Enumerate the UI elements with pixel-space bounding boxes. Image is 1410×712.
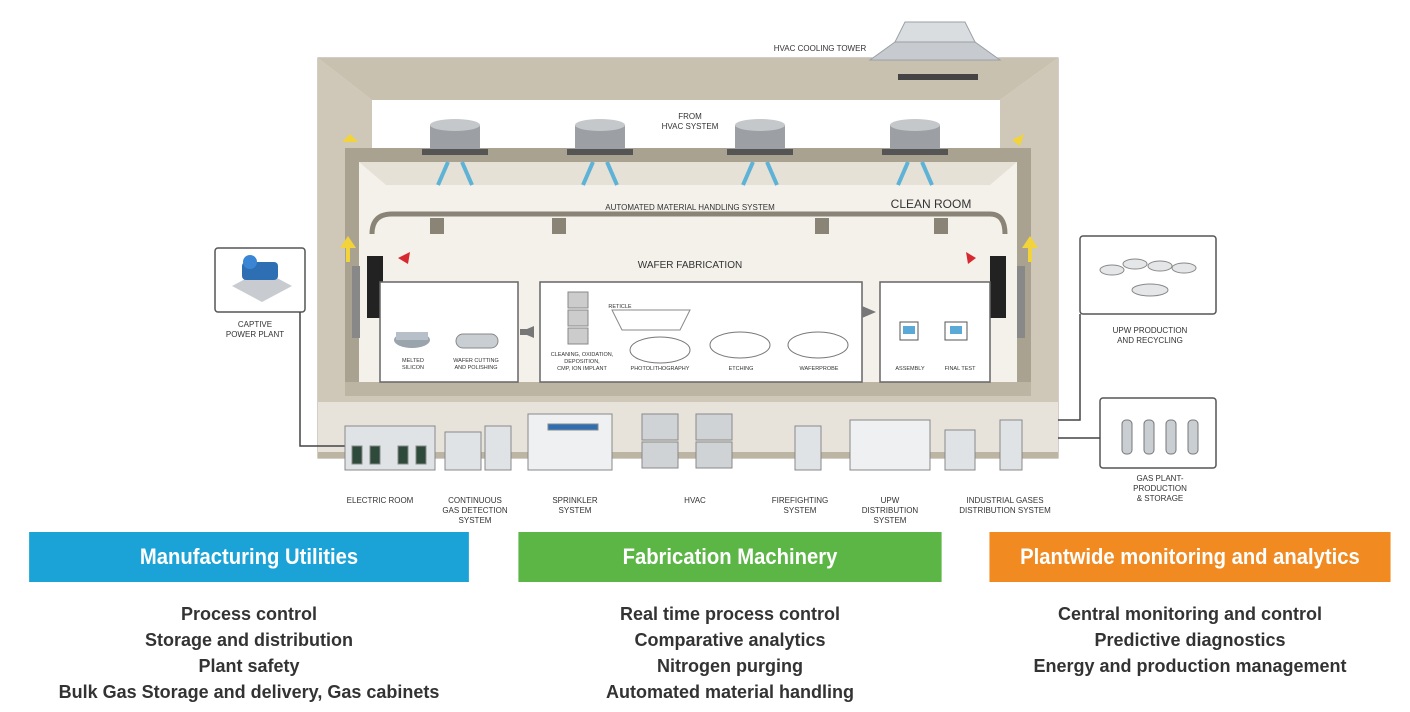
- connector-lines: [299, 312, 1100, 447]
- captive-power-plant-label: CAPTIVE POWER PLANT: [225, 320, 285, 339]
- airflow-arrows: [436, 161, 934, 186]
- banner-title: Fabrication Machinery: [622, 544, 838, 569]
- etching-label: ETCHING: [728, 366, 754, 372]
- from-hvac-label: FROM HVAC SYSTEM: [661, 112, 719, 131]
- cleaning-label: CLEANING, OXIDATION, DEPOSITION, CMP, IO…: [550, 352, 614, 372]
- final-test-label: FINAL TEST: [944, 366, 976, 372]
- external-boxes: [214, 235, 1217, 469]
- wafer-cutting-label: WAFER CUTTING AND POLISHING: [453, 358, 499, 371]
- ceiling-hvac-units: [422, 119, 948, 155]
- reticle-label: RETICLE: [608, 304, 632, 310]
- feature-item: Bulk Gas Storage and delivery, Gas cabin…: [58, 682, 440, 702]
- gas-cylinders: [1121, 419, 1199, 455]
- features-fabrication-machinery: Real time process control Comparative an…: [500, 601, 960, 705]
- firefighting-label: FIREFIGHTING SYSTEM: [771, 496, 829, 515]
- gas-detection-label: CONTINUOUS GAS DETECTION SYSTEM: [442, 496, 508, 525]
- subfab-equipment: [344, 413, 1023, 471]
- wafer-fab-boxes: [379, 281, 991, 383]
- process-illustrations: [394, 291, 968, 364]
- banner-title: Plantwide monitoring and analytics: [1020, 544, 1360, 569]
- feature-item: Storage and distribution: [144, 630, 353, 650]
- yellow-air-arrows: [340, 134, 1038, 262]
- feature-item: Central monitoring and control: [1058, 604, 1322, 624]
- photolithography-label: PHOTOLITHOGRAPHY: [630, 366, 690, 372]
- hvac-cooling-tower-label: HVAC COOLING TOWER: [773, 44, 867, 53]
- banner-fabrication-machinery: Fabrication Machinery: [518, 532, 942, 582]
- banner-plantwide-monitoring: Plantwide monitoring and analytics: [989, 532, 1391, 582]
- feature-item: Nitrogen purging: [657, 656, 803, 676]
- upw-tanks: [1099, 258, 1197, 297]
- process-arrows: [520, 306, 876, 338]
- industrial-gases-label: INDUSTRIAL GASES DISTRIBUTION SYSTEM: [959, 496, 1051, 515]
- feature-item: Real time process control: [619, 604, 841, 624]
- feature-item: Energy and production management: [1033, 656, 1347, 676]
- side-filters: [352, 252, 1025, 338]
- electric-room-label: ELECTRIC ROOM: [346, 496, 414, 505]
- hvac-label: HVAC: [684, 496, 706, 505]
- feature-item: Plant safety: [198, 656, 300, 676]
- gas-plant-label: GAS PLANT- PRODUCTION & STORAGE: [1133, 474, 1187, 503]
- banner-manufacturing-utilities: Manufacturing Utilities: [29, 532, 469, 582]
- feature-item: Comparative analytics: [634, 630, 826, 650]
- upw-distribution-label: UPW DISTRIBUTION SYSTEM: [861, 496, 919, 525]
- wafer-fabrication-label: WAFER FABRICATION: [637, 260, 743, 271]
- melted-silicon-label: MELTED SILICON: [401, 358, 424, 371]
- power-plant-illustration: [232, 255, 292, 302]
- feature-item: Predictive diagnostics: [1094, 630, 1286, 650]
- amhs-rail: [369, 211, 1008, 235]
- features-manufacturing-utilities: Process control Storage and distribution…: [10, 601, 488, 705]
- clean-room-label: CLEAN ROOM: [890, 197, 972, 211]
- feature-item: Automated material handling: [605, 682, 855, 702]
- feature-item: Process control: [180, 604, 318, 624]
- upw-production-label: UPW PRODUCTION AND RECYCLING: [1112, 326, 1188, 345]
- cooling-tower: [868, 21, 1002, 80]
- amhs-label: AUTOMATED MATERIAL HANDLING SYSTEM: [605, 203, 775, 212]
- banner-title: Manufacturing Utilities: [139, 544, 359, 569]
- fab-diagram: [214, 21, 1217, 471]
- waferprobe-label: WAFERPROBE: [799, 366, 839, 372]
- features-plantwide-monitoring: Central monitoring and control Predictiv…: [972, 601, 1408, 679]
- sprinkler-label: SPRINKLER SYSTEM: [552, 496, 598, 515]
- assembly-label: ASSEMBLY: [895, 366, 925, 372]
